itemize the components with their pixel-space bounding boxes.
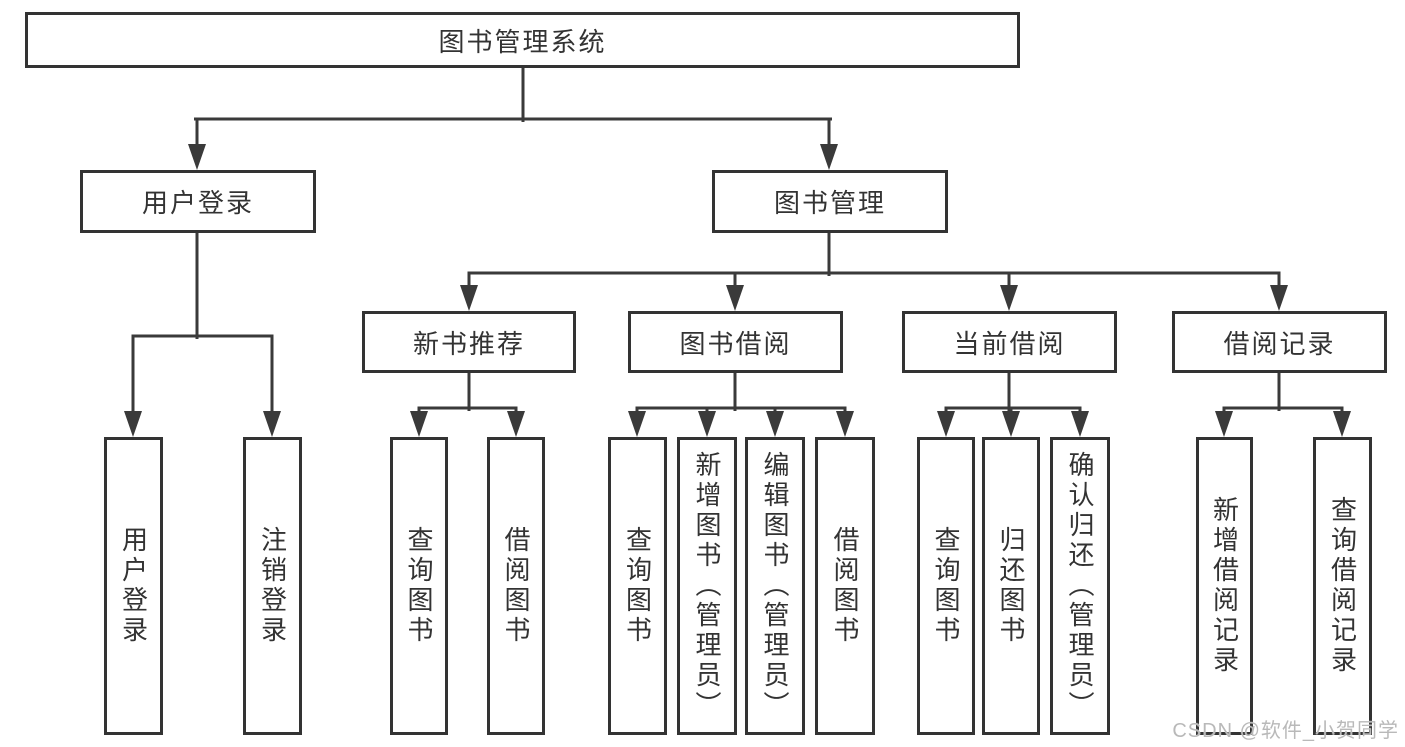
node-current-borrow-label: 当前借阅 [953,328,1066,359]
node-root: 图书管理系统 [25,12,1020,68]
leaf-borrow-edit-book-label: 编辑图书（管理员） [760,451,790,721]
node-root-label: 图书管理系统 [438,26,607,57]
leaf-return-book-label: 归还图书 [996,526,1026,646]
leaf-newbook-query-label: 查询图书 [404,526,434,646]
leaf-logout: 注销登录 [243,437,302,735]
node-new-book-recommend: 新书推荐 [362,311,576,373]
leaf-borrow-book: 借阅图书 [815,437,875,735]
node-user-login: 用户登录 [80,170,316,233]
node-book-borrow: 图书借阅 [628,311,843,373]
connector-user-login-children [124,229,281,437]
leaf-add-borrow-record: 新增借阅记录 [1196,437,1253,735]
leaf-borrow-query: 查询图书 [608,437,667,735]
leaf-add-borrow-record-label: 新增借阅记录 [1209,496,1240,676]
leaf-logout-label: 注销登录 [257,526,288,646]
connector-current-children [937,369,1089,437]
leaf-confirm-return: 确认归还（管理员） [1050,437,1110,735]
node-borrow-records: 借阅记录 [1172,311,1387,373]
connector-root-to-level2 [188,66,838,170]
leaf-confirm-return-label: 确认归还（管理员） [1065,451,1095,721]
node-borrow-records-label: 借阅记录 [1223,328,1336,359]
node-book-management-label: 图书管理 [773,188,886,218]
leaf-user-login-label: 用户登录 [118,526,149,646]
connector-new-book-children [410,369,525,437]
leaf-borrow-query-label: 查询图书 [622,526,653,646]
leaf-return-book: 归还图书 [982,437,1040,735]
leaf-user-login: 用户登录 [104,437,163,735]
connector-borrow-children [628,369,854,437]
connector-book-management-children [460,229,1288,311]
leaf-newbook-borrow: 借阅图书 [487,437,545,735]
node-book-management: 图书管理 [712,170,948,233]
leaf-borrow-book-label: 借阅图书 [830,526,860,646]
leaf-borrow-add-book: 新增图书（管理员） [677,437,737,735]
node-book-borrow-label: 图书借阅 [679,328,792,359]
node-new-book-recommend-label: 新书推荐 [412,328,525,359]
leaf-query-borrow-record: 查询借阅记录 [1313,437,1372,735]
leaf-newbook-borrow-label: 借阅图书 [501,526,531,646]
leaf-current-query-label: 查询图书 [931,526,961,646]
leaf-query-borrow-record-label: 查询借阅记录 [1327,496,1358,676]
watermark: CSDN @软件_小贺同学 [1172,720,1399,742]
leaf-newbook-query: 查询图书 [390,437,448,735]
leaf-current-query: 查询图书 [917,437,975,735]
leaf-borrow-add-book-label: 新增图书（管理员） [692,451,722,721]
leaf-borrow-edit-book: 编辑图书（管理员） [745,437,805,735]
node-current-borrow: 当前借阅 [902,311,1117,373]
node-user-login-label: 用户登录 [141,188,254,218]
connector-records-children [1215,369,1351,437]
